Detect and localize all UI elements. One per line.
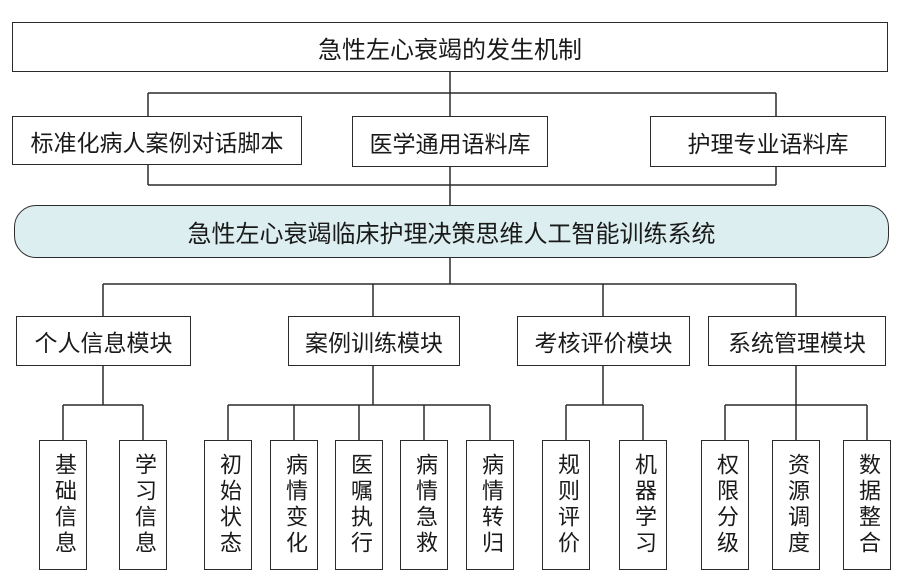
sp-case-script-box: 标准化病人案例对话脚本 bbox=[12, 116, 302, 165]
case-training-module-box: 案例训练模块 bbox=[288, 316, 460, 366]
mechanism-title-box: 急性左心衰竭的发生机制 bbox=[12, 22, 888, 72]
leaf-condition-change: 病情变化 bbox=[270, 440, 318, 570]
leaf-emergency-rescue: 病情急救 bbox=[400, 440, 448, 570]
leaf-resource-scheduling: 资源调度 bbox=[772, 440, 820, 570]
personal-info-module-box: 个人信息模块 bbox=[16, 316, 191, 366]
leaf-permission-levels: 权限分级 bbox=[701, 440, 749, 570]
leaf-outcome: 病情转归 bbox=[466, 440, 514, 570]
leaf-data-integration: 数据整合 bbox=[843, 440, 891, 570]
leaf-order-execution: 医嘱执行 bbox=[335, 440, 383, 570]
medical-corpus-box: 医学通用语料库 bbox=[352, 116, 548, 167]
leaf-initial-state: 初始状态 bbox=[204, 440, 252, 570]
leaf-basic-info: 基础信息 bbox=[39, 440, 87, 570]
leaf-learning-info: 学习信息 bbox=[119, 440, 167, 570]
ai-training-system-box: 急性左心衰竭临床护理决策思维人工智能训练系统 bbox=[14, 205, 889, 258]
assessment-module-box: 考核评价模块 bbox=[517, 316, 690, 366]
leaf-machine-learning: 机器学习 bbox=[619, 440, 667, 570]
nursing-corpus-box: 护理专业语料库 bbox=[650, 116, 886, 167]
system-management-module-box: 系统管理模块 bbox=[708, 316, 886, 366]
leaf-rule-evaluation: 规则评价 bbox=[542, 440, 590, 570]
